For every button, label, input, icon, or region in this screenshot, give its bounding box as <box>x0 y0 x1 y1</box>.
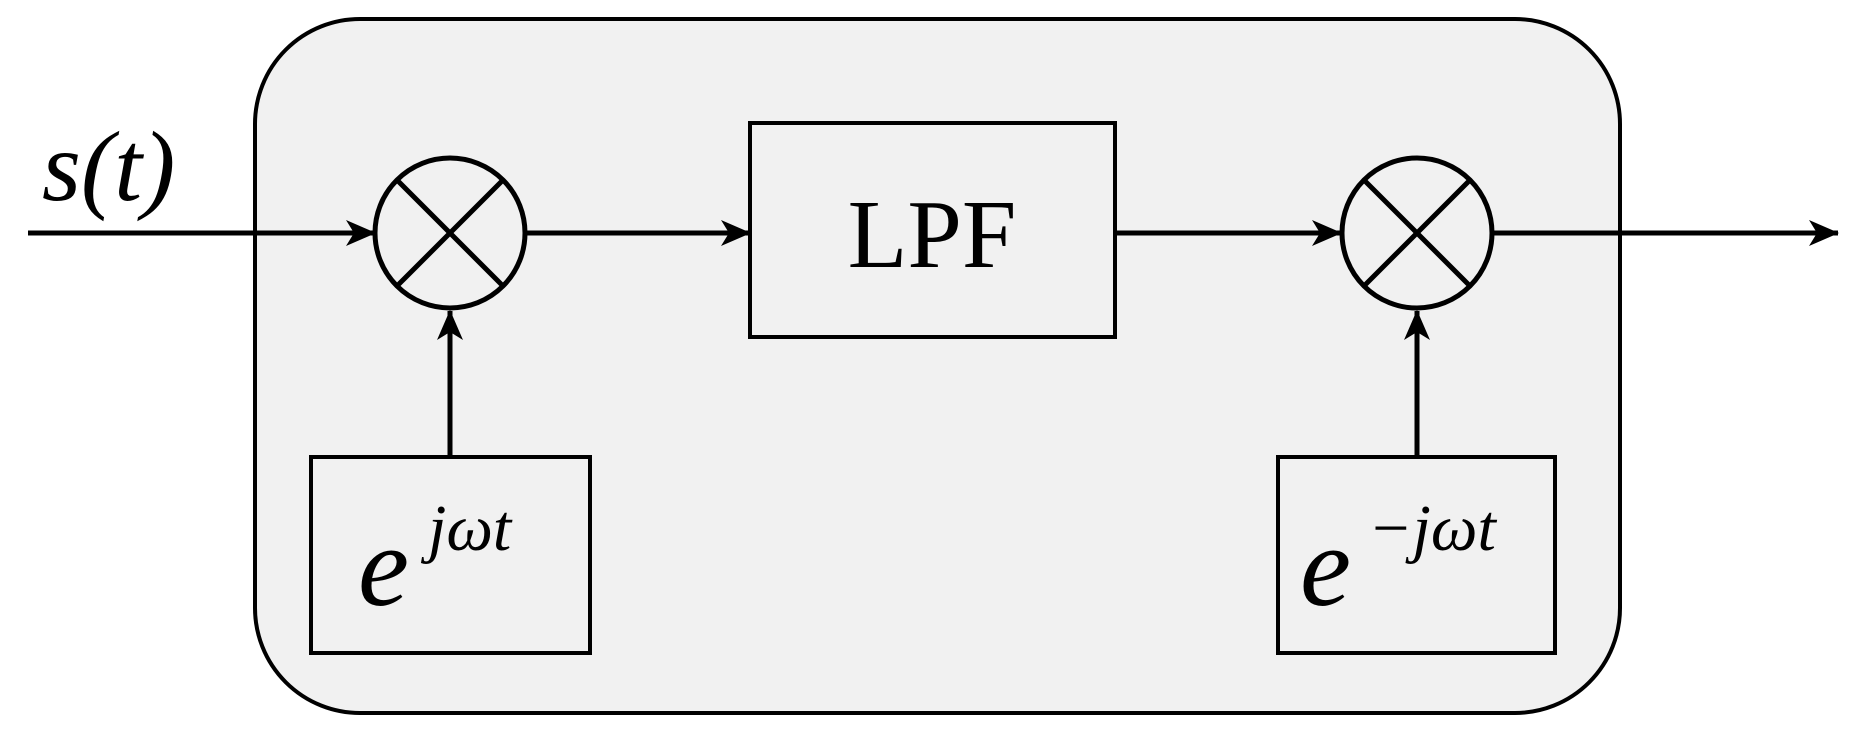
input-signal-label: s(t) <box>42 111 175 222</box>
lpf-box <box>748 121 1117 339</box>
mixer-2-cross-line-b <box>1362 178 1472 288</box>
mixer-2-icon <box>1339 155 1495 311</box>
mixer-2-circle <box>1339 155 1495 311</box>
oscillator-up-exponent: jωt <box>420 492 513 565</box>
oscillator-up-base: e <box>358 503 409 630</box>
mixer-1-cross-line-b <box>395 178 505 288</box>
lpf-label: LPF <box>848 181 1017 289</box>
oscillator-down-base: e <box>1300 503 1351 630</box>
oscillator-up-block: e jωt <box>309 310 592 655</box>
lpf-block: LPF <box>748 121 1117 339</box>
oscillator-down-block: e −jωt <box>1276 310 1557 655</box>
oscillator-down-exponent: −jωt <box>1368 492 1497 565</box>
